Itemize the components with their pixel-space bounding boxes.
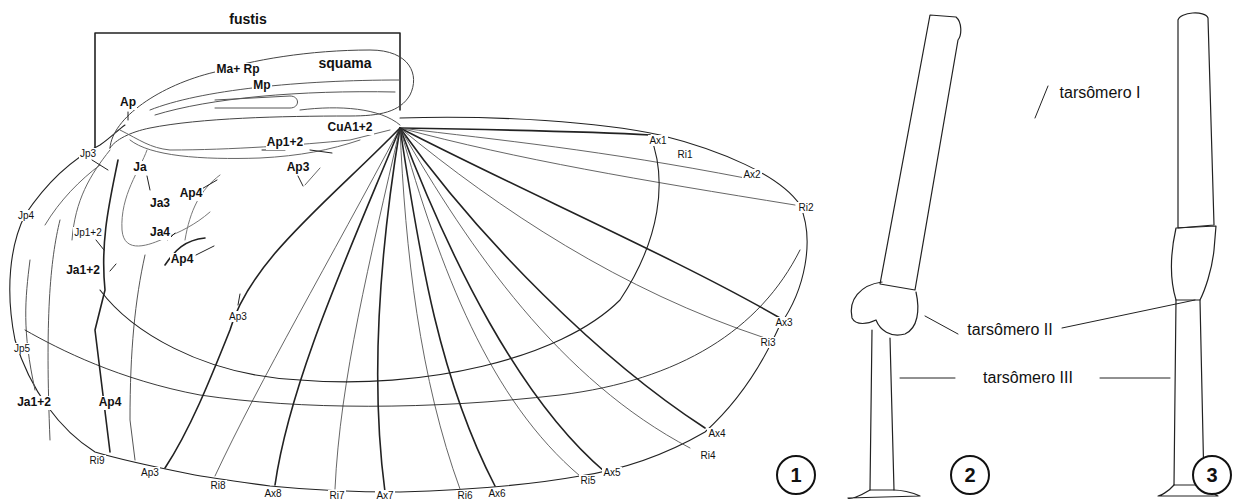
part-label: Ax6 — [487, 488, 506, 499]
figure-number-circle: 1 — [776, 455, 816, 495]
part-label: Ax2 — [742, 169, 761, 180]
part-label: Ja3 — [149, 197, 171, 210]
part-label: Ri2 — [797, 202, 814, 213]
part-label: Ap4 — [98, 396, 123, 409]
part-label: Ri3 — [759, 337, 776, 348]
part-label: Ri7 — [328, 490, 345, 501]
part-label: Ja1+2 — [65, 264, 101, 277]
part-label: Jp1+2 — [73, 227, 103, 238]
figure-number: 1 — [790, 464, 801, 487]
part-label: Ap3 — [286, 161, 311, 174]
figure-number-circle: 2 — [950, 455, 990, 495]
part-label: tarsômero II — [966, 321, 1053, 339]
part-label: Ap3 — [228, 311, 248, 322]
part-label: tarsômero I — [1059, 84, 1142, 102]
part-label: Ja — [132, 161, 147, 174]
part-label: Ri8 — [209, 480, 226, 491]
part-label: Ri5 — [579, 475, 596, 486]
part-label: Ri4 — [699, 450, 716, 461]
part-label: Ax8 — [263, 488, 282, 499]
part-label: Ax1 — [648, 135, 667, 146]
part-label: Ap4 — [179, 187, 204, 200]
part-label: Ja4 — [149, 226, 171, 239]
part-label: Ax5 — [602, 467, 621, 478]
part-label: Jp3 — [79, 148, 97, 159]
part-label: Ma+ Rp — [215, 63, 260, 76]
part-label: Ja1+2 — [16, 396, 52, 409]
part-label: Mp — [252, 79, 271, 92]
part-label: fustis — [228, 12, 267, 27]
part-label: Ap1+2 — [266, 136, 304, 149]
part-label: Ax3 — [774, 317, 793, 328]
part-label: CuA1+2 — [326, 121, 373, 134]
part-label: Jp4 — [17, 210, 35, 221]
part-label: squama — [318, 56, 373, 71]
part-label: tarsômero III — [982, 369, 1074, 387]
figure-number: 3 — [1206, 464, 1217, 487]
figure-number-circle: 3 — [1192, 455, 1232, 495]
part-label: Ax7 — [375, 490, 394, 501]
part-label: Ap4 — [170, 253, 195, 266]
part-label: Ap3 — [140, 467, 160, 478]
figure-number: 2 — [964, 464, 975, 487]
part-label: Ax4 — [707, 428, 726, 439]
part-label: Ap — [119, 96, 137, 109]
part-label: Ri6 — [456, 490, 473, 501]
part-label: Jp5 — [13, 343, 31, 354]
part-label: Ri1 — [676, 149, 693, 160]
part-label: Ri9 — [88, 455, 105, 466]
